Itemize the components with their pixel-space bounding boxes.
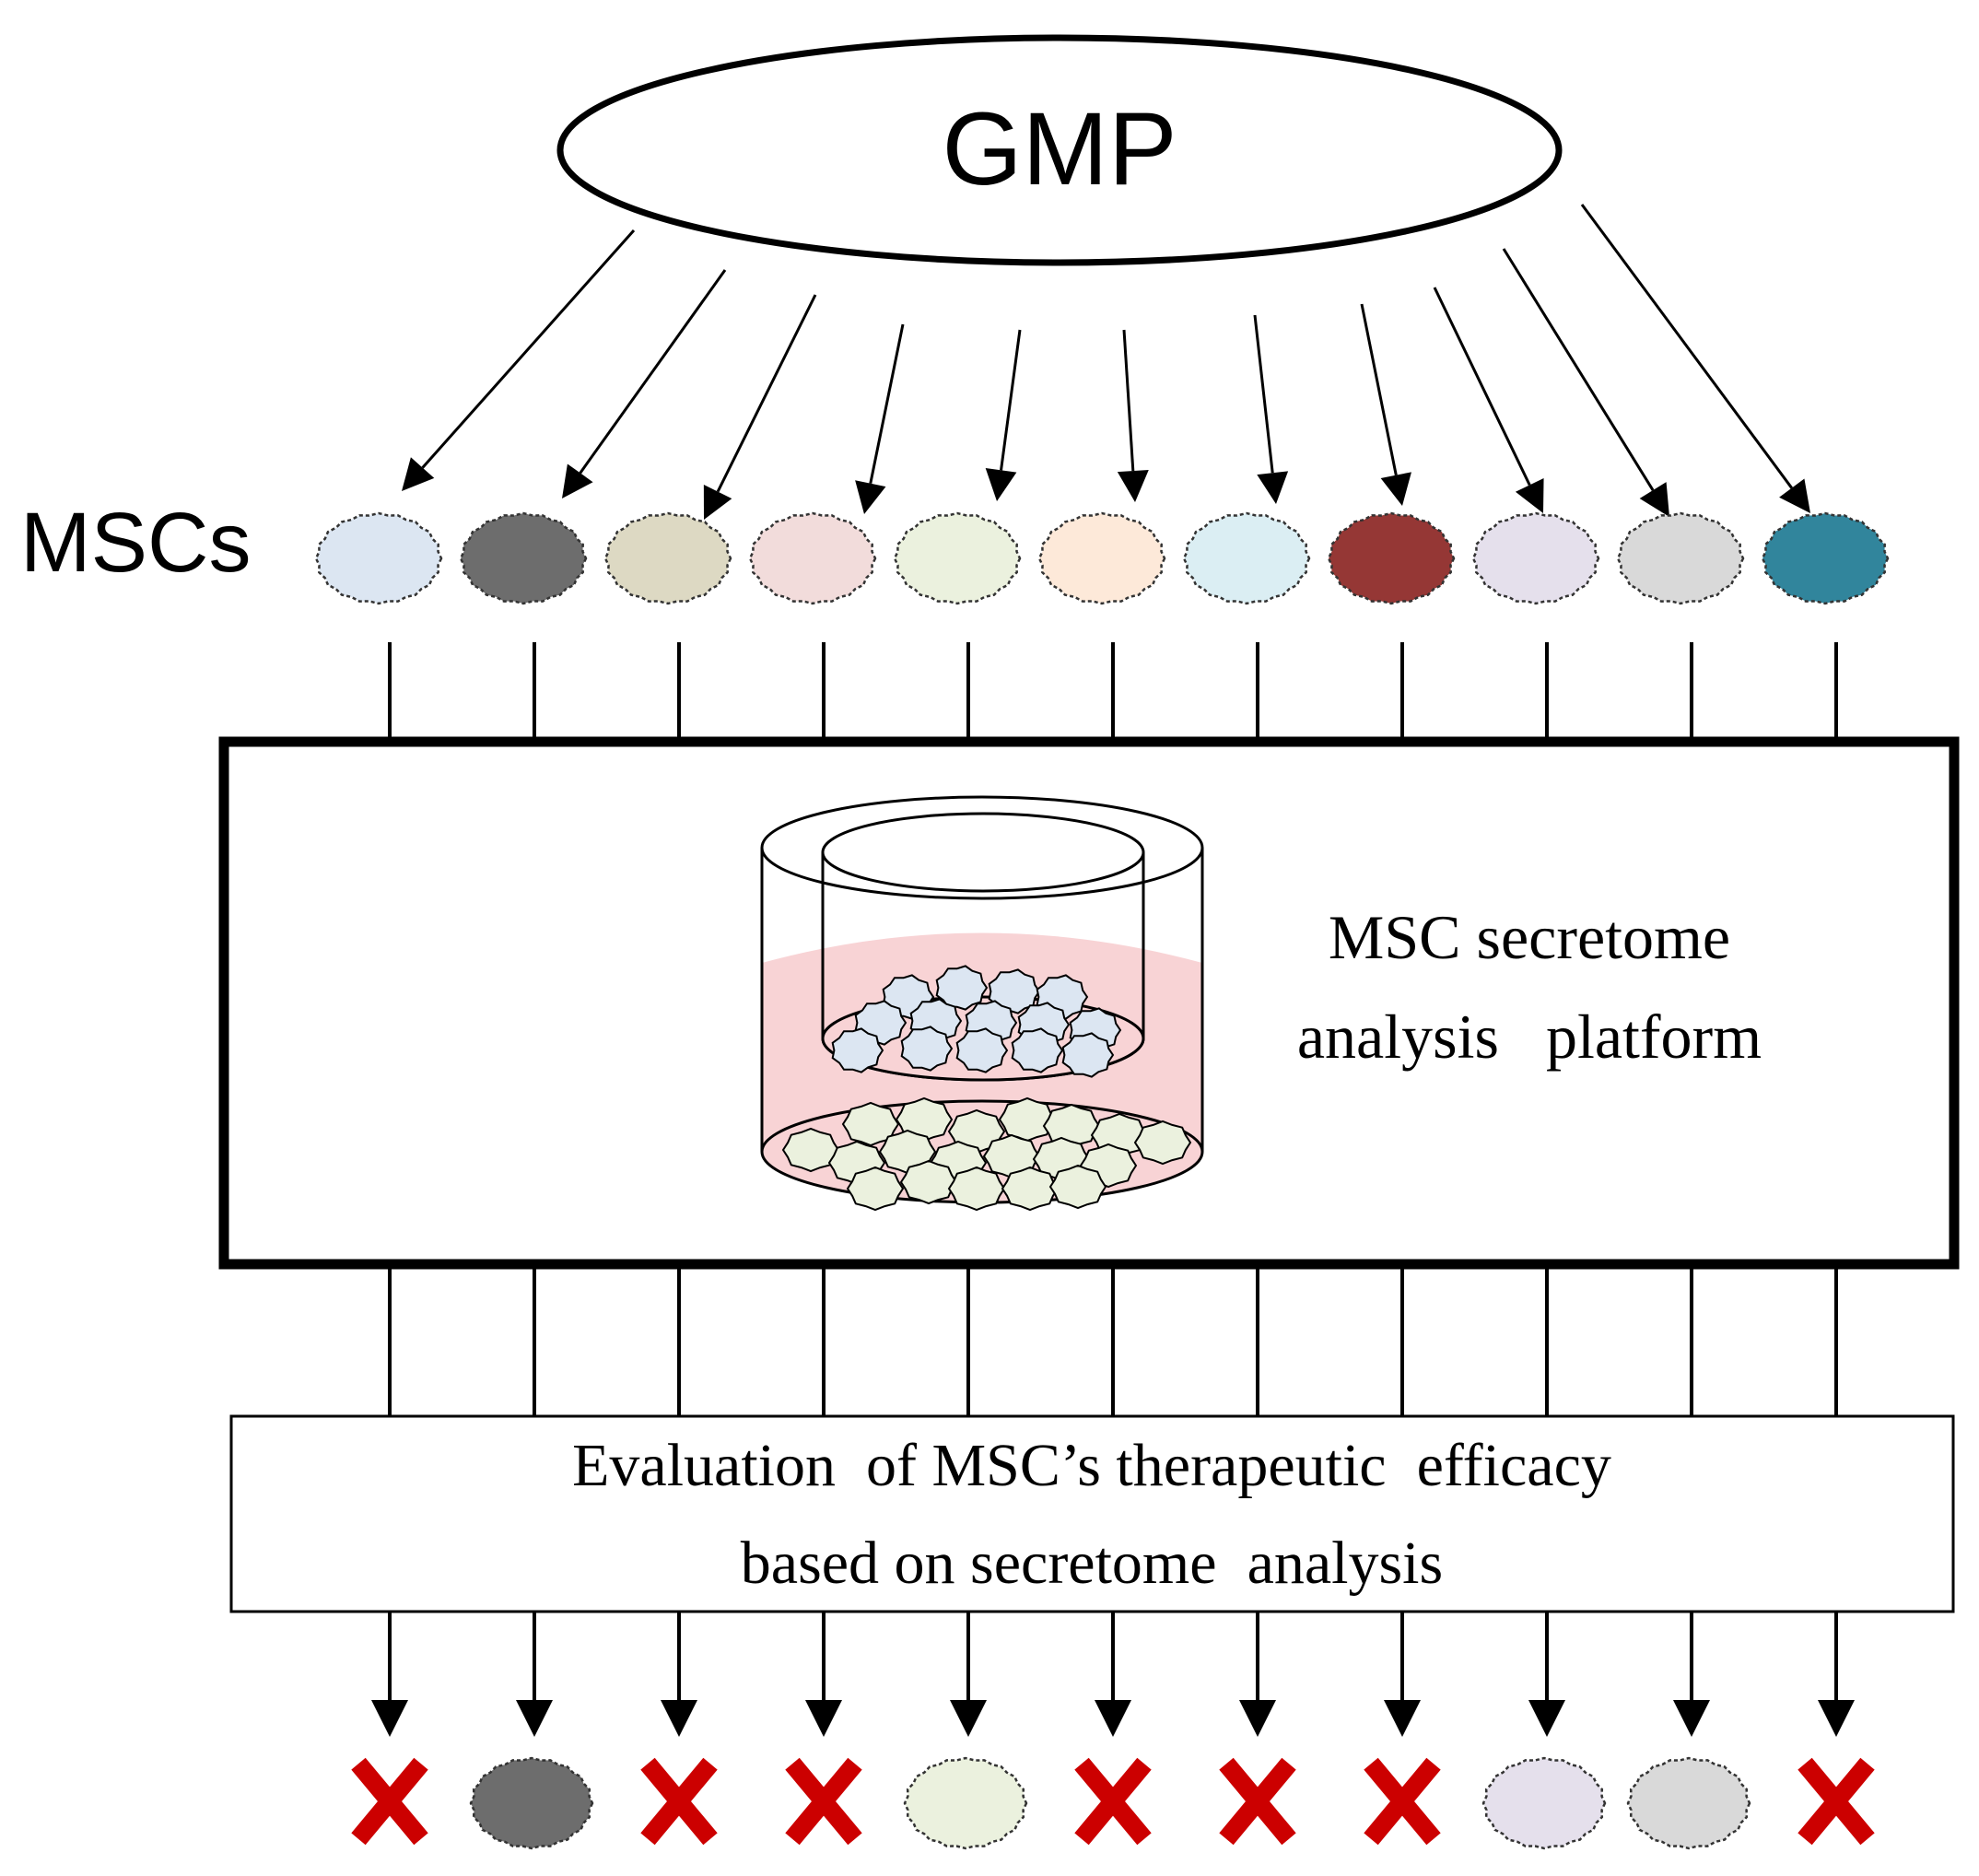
result-arrow (1384, 1612, 1421, 1737)
msc-cell (603, 511, 732, 605)
gmp-arrows (402, 204, 1810, 520)
msc-cell (314, 511, 443, 605)
msc-cell (1182, 511, 1311, 605)
msc-cell-row (314, 511, 1890, 605)
gmp-arrow (1580, 204, 1810, 513)
msc-cell (1327, 511, 1456, 605)
gmp-ellipse (556, 34, 1563, 266)
msc-cell (1037, 511, 1166, 605)
platform-label-line1: MSC secretome (1329, 902, 1730, 972)
result-arrow (1673, 1612, 1710, 1737)
culture-well-icon (760, 795, 1204, 1212)
msc-cell (1471, 511, 1600, 605)
selected-msc-cell (1481, 1756, 1607, 1850)
mscs-label: MSCs (20, 496, 251, 590)
rejected-x-icon (1364, 1757, 1441, 1846)
gmp-arrow (562, 269, 727, 498)
evaluation-label-line1: Evaluation of MSC’s therapeutic efficacy (572, 1432, 1611, 1499)
rejected-x-icon (1219, 1757, 1296, 1846)
result-arrow (1818, 1612, 1855, 1737)
selected-msc-cell (903, 1756, 1028, 1850)
msc-cell (1761, 511, 1890, 605)
gmp-arrow (1117, 329, 1149, 502)
gmp-arrow (1360, 303, 1411, 506)
gmp-label: GMP (942, 91, 1177, 206)
evaluation-box (229, 1414, 1955, 1613)
result-arrow (1239, 1612, 1276, 1737)
platform-label-line2: analysis platform (1297, 1002, 1762, 1072)
gmp-arrow (1502, 248, 1669, 517)
result-row (351, 1756, 1875, 1850)
result-arrow (371, 1612, 408, 1737)
result-arrows (371, 1612, 1855, 1737)
result-arrow (1095, 1612, 1131, 1737)
result-arrow (1528, 1612, 1565, 1737)
gmp-arrow (402, 229, 636, 491)
rejected-x-icon (351, 1757, 428, 1846)
selected-msc-cell (1626, 1756, 1751, 1850)
evaluation-label-line2: based on secretome analysis (741, 1530, 1443, 1597)
gmp-arrow (703, 294, 817, 520)
msc-cell (1616, 511, 1745, 605)
gmp-arrow (985, 329, 1022, 501)
connector-lines-upper (388, 642, 1838, 742)
msc-cell (459, 511, 588, 605)
rejected-x-icon (1797, 1757, 1875, 1846)
result-arrow (516, 1612, 553, 1737)
msc-cell (748, 511, 877, 605)
result-arrow (661, 1612, 697, 1737)
msc-cell (893, 511, 1022, 605)
result-arrow (805, 1612, 842, 1737)
rejected-x-icon (785, 1757, 862, 1846)
selected-msc-cell (469, 1756, 594, 1850)
gmp-arrow (1253, 314, 1289, 504)
rejected-x-icon (1074, 1757, 1152, 1846)
gmp-arrow (855, 323, 905, 514)
rejected-x-icon (640, 1757, 718, 1846)
result-arrow (950, 1612, 987, 1737)
gmp-arrow (1433, 287, 1544, 513)
connector-lines-lower (388, 1264, 1838, 1416)
